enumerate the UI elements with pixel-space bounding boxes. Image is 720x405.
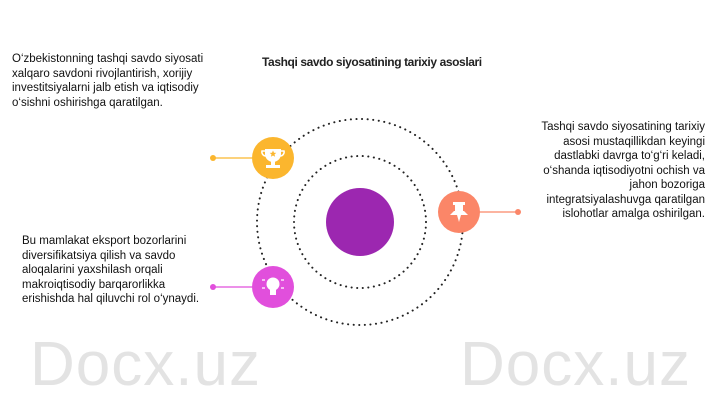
item-text-right: Tashqi savdo siyosatining tarixiy asosi … — [541, 121, 705, 220]
inner-orbit — [293, 155, 427, 289]
connector-dot — [210, 284, 216, 290]
connector-dot — [210, 155, 216, 161]
lightbulb-icon — [252, 266, 294, 308]
connector-dot — [515, 209, 521, 215]
pushpin-icon — [438, 191, 480, 233]
diagram-title: Tashqi savdo siyosatining tarixiy asosla… — [262, 55, 482, 69]
item-text-left-bottom: Bu mamlakat eksport bozorlarini diversif… — [22, 235, 200, 305]
watermark: Docx.uz — [460, 330, 691, 399]
watermark: Docx.uz — [30, 330, 261, 399]
center-circle — [326, 188, 394, 256]
item-text-left-top: O‘zbekistonning tashqi savdo siyosati xa… — [12, 53, 204, 109]
trophy-icon — [252, 137, 294, 179]
